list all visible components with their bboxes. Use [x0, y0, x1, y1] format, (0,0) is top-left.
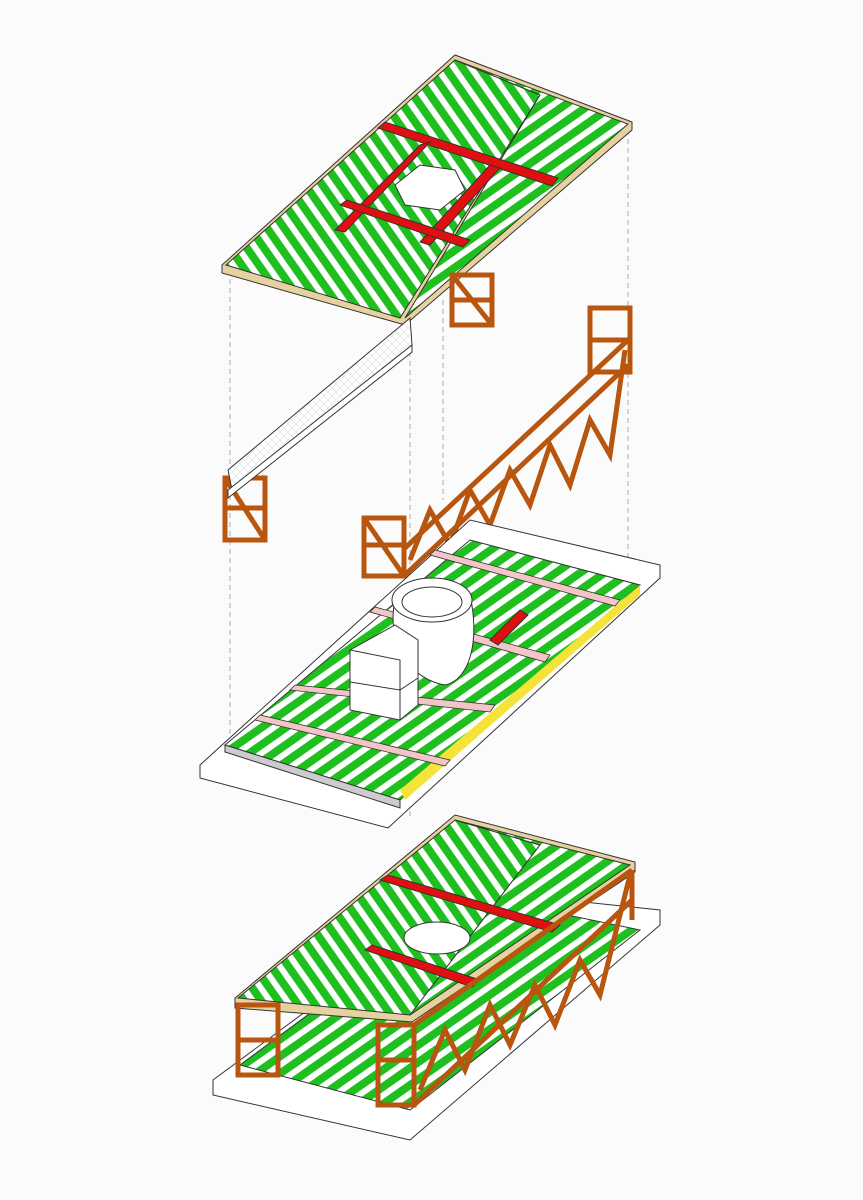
assembled-structure	[212, 814, 661, 1141]
roof-exploded	[221, 54, 633, 326]
cabinet-object	[349, 624, 419, 721]
floor-joist	[429, 549, 621, 607]
wall-truss	[403, 338, 630, 550]
assembled-frames	[235, 867, 635, 1108]
red-beam	[338, 199, 471, 248]
floor-platform	[199, 519, 661, 829]
base-sill	[224, 744, 401, 809]
roof-opening	[394, 164, 466, 211]
roof-rafters-right	[404, 59, 629, 319]
red-beam	[378, 874, 562, 933]
vessel-object	[391, 577, 475, 686]
lattice-wall	[227, 316, 413, 500]
floor-joist	[254, 714, 451, 767]
yellow-edge	[400, 585, 640, 800]
vessel-top	[403, 921, 471, 955]
red-beam	[419, 164, 501, 246]
red-beam	[489, 609, 529, 646]
